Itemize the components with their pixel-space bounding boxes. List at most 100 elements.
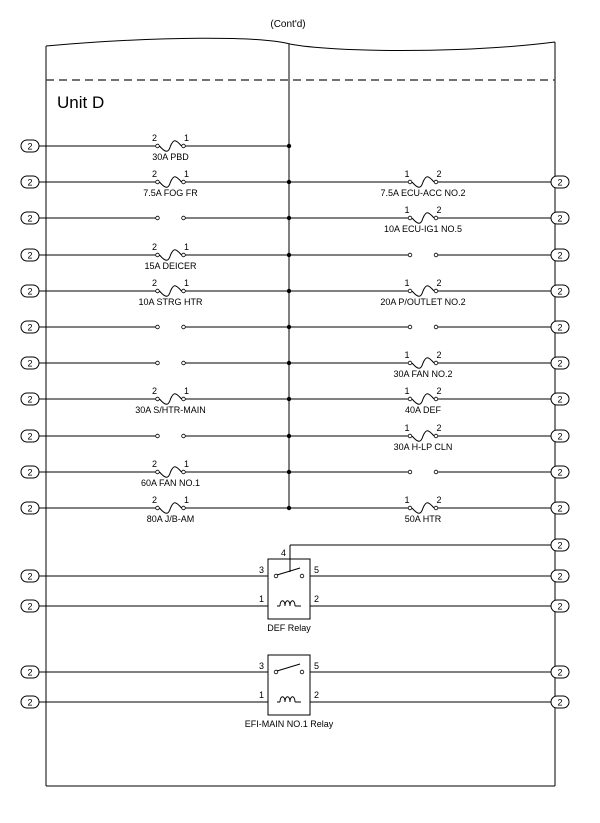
fuse-label: 50A HTR: [405, 514, 442, 524]
fuse-terminal: [433, 360, 439, 366]
fuse-pin-right: 1: [184, 495, 189, 505]
fuse-label: 30A FAN NO.2: [393, 369, 452, 379]
fuse-pin-right: 2: [436, 278, 441, 288]
open-terminal: [181, 360, 186, 366]
fuse-pin-left: 2: [152, 133, 157, 143]
open-terminal: [181, 324, 186, 330]
connector-2: [550, 392, 570, 406]
fuse-terminal: [155, 252, 160, 258]
open-terminal: [155, 360, 160, 366]
fuse-element: [411, 393, 435, 405]
fuse-pin-right: 1: [184, 169, 189, 179]
relay-name: EFI-MAIN NO.1 Relay: [245, 719, 334, 729]
connector-label: 2: [27, 698, 32, 708]
fuse-element: [411, 176, 435, 188]
connector-label: 2: [27, 504, 32, 514]
fuse-element: [159, 249, 182, 261]
fuse-label: 40A DEF: [405, 405, 442, 415]
fuse-label: 10A STRG HTR: [138, 297, 203, 307]
connector-2: [550, 429, 570, 443]
fuse-terminal: [181, 252, 186, 258]
fuse-terminal: [181, 396, 186, 402]
fuse-terminal: [181, 179, 186, 185]
unit-title: Unit D: [57, 93, 104, 112]
fuse-pin-right: 1: [184, 278, 189, 288]
connector-label: 2: [27, 668, 32, 678]
connector-2: [20, 501, 40, 515]
fuse-element: [411, 212, 435, 224]
connector-label: 2: [27, 602, 32, 612]
fuse-terminal: [433, 215, 439, 221]
connector-2: [20, 139, 40, 153]
fuse-terminal: [433, 288, 439, 294]
connector-label: 2: [557, 359, 562, 369]
fuse-pin-left: 1: [404, 205, 409, 215]
connector-2: [550, 175, 570, 189]
relay-pin-1: 1: [259, 690, 264, 700]
connector-label: 2: [27, 178, 32, 188]
relay-pin-4: 4: [281, 548, 286, 558]
connector-2: [20, 665, 40, 679]
connector-label: 2: [557, 323, 562, 333]
relay-contact: [299, 573, 305, 579]
fuse-terminal: [155, 396, 160, 402]
open-terminal: [181, 215, 186, 221]
connector-2: [550, 695, 570, 709]
open-terminal: [181, 433, 186, 439]
connector-label: 2: [557, 287, 562, 297]
connector-label: 2: [27, 251, 32, 261]
fuse-element: [159, 176, 182, 188]
fuse-terminal: [433, 396, 439, 402]
fuse-pin-left: 1: [404, 423, 409, 433]
connector-label: 2: [27, 287, 32, 297]
connector-label: 2: [557, 432, 562, 442]
fuse-terminal: [433, 433, 439, 439]
connector-2: [550, 465, 570, 479]
fuse-terminal: [181, 143, 186, 149]
fuse-element: [411, 357, 435, 369]
connector-label: 2: [557, 251, 562, 261]
open-terminal: [407, 252, 413, 258]
relay-name: DEF Relay: [267, 623, 311, 633]
open-terminal: [433, 469, 439, 475]
relay-body: [267, 654, 311, 716]
connector-2: [20, 248, 40, 262]
fuse-terminal: [433, 179, 439, 185]
right-row: 2: [289, 320, 570, 334]
fuse-terminal: [407, 433, 413, 439]
fuse-terminal: [155, 505, 160, 511]
fuse-terminal: [407, 505, 413, 511]
left-row: 2: [20, 320, 292, 334]
connector-2: [20, 320, 40, 334]
open-terminal: [407, 469, 413, 475]
connector-label: 2: [557, 395, 562, 405]
fuse-pin-right: 2: [436, 169, 441, 179]
fuse-label: 20A P/OUTLET NO.2: [380, 297, 465, 307]
connector-2: [550, 211, 570, 225]
fuse-element: [159, 285, 182, 297]
connector-label: 2: [557, 668, 562, 678]
fuse-element: [159, 140, 182, 152]
connector-2: [20, 599, 40, 613]
fuse-pin-left: 1: [404, 386, 409, 396]
fuse-label: 15A DEICER: [144, 261, 197, 271]
fuse-terminal: [181, 469, 186, 475]
connector-2: [550, 248, 570, 262]
connector-label: 2: [557, 698, 562, 708]
connector-label: 2: [27, 323, 32, 333]
bus-junction: [286, 143, 292, 149]
fuse-element: [159, 393, 182, 405]
fuse-label: 30A PBD: [152, 152, 189, 162]
relay-contact: [299, 669, 305, 675]
connector-label: 2: [27, 432, 32, 442]
relay-pin-5: 5: [314, 565, 319, 575]
open-terminal: [155, 324, 160, 330]
left-row: 2: [20, 429, 292, 443]
open-terminal: [433, 252, 439, 258]
